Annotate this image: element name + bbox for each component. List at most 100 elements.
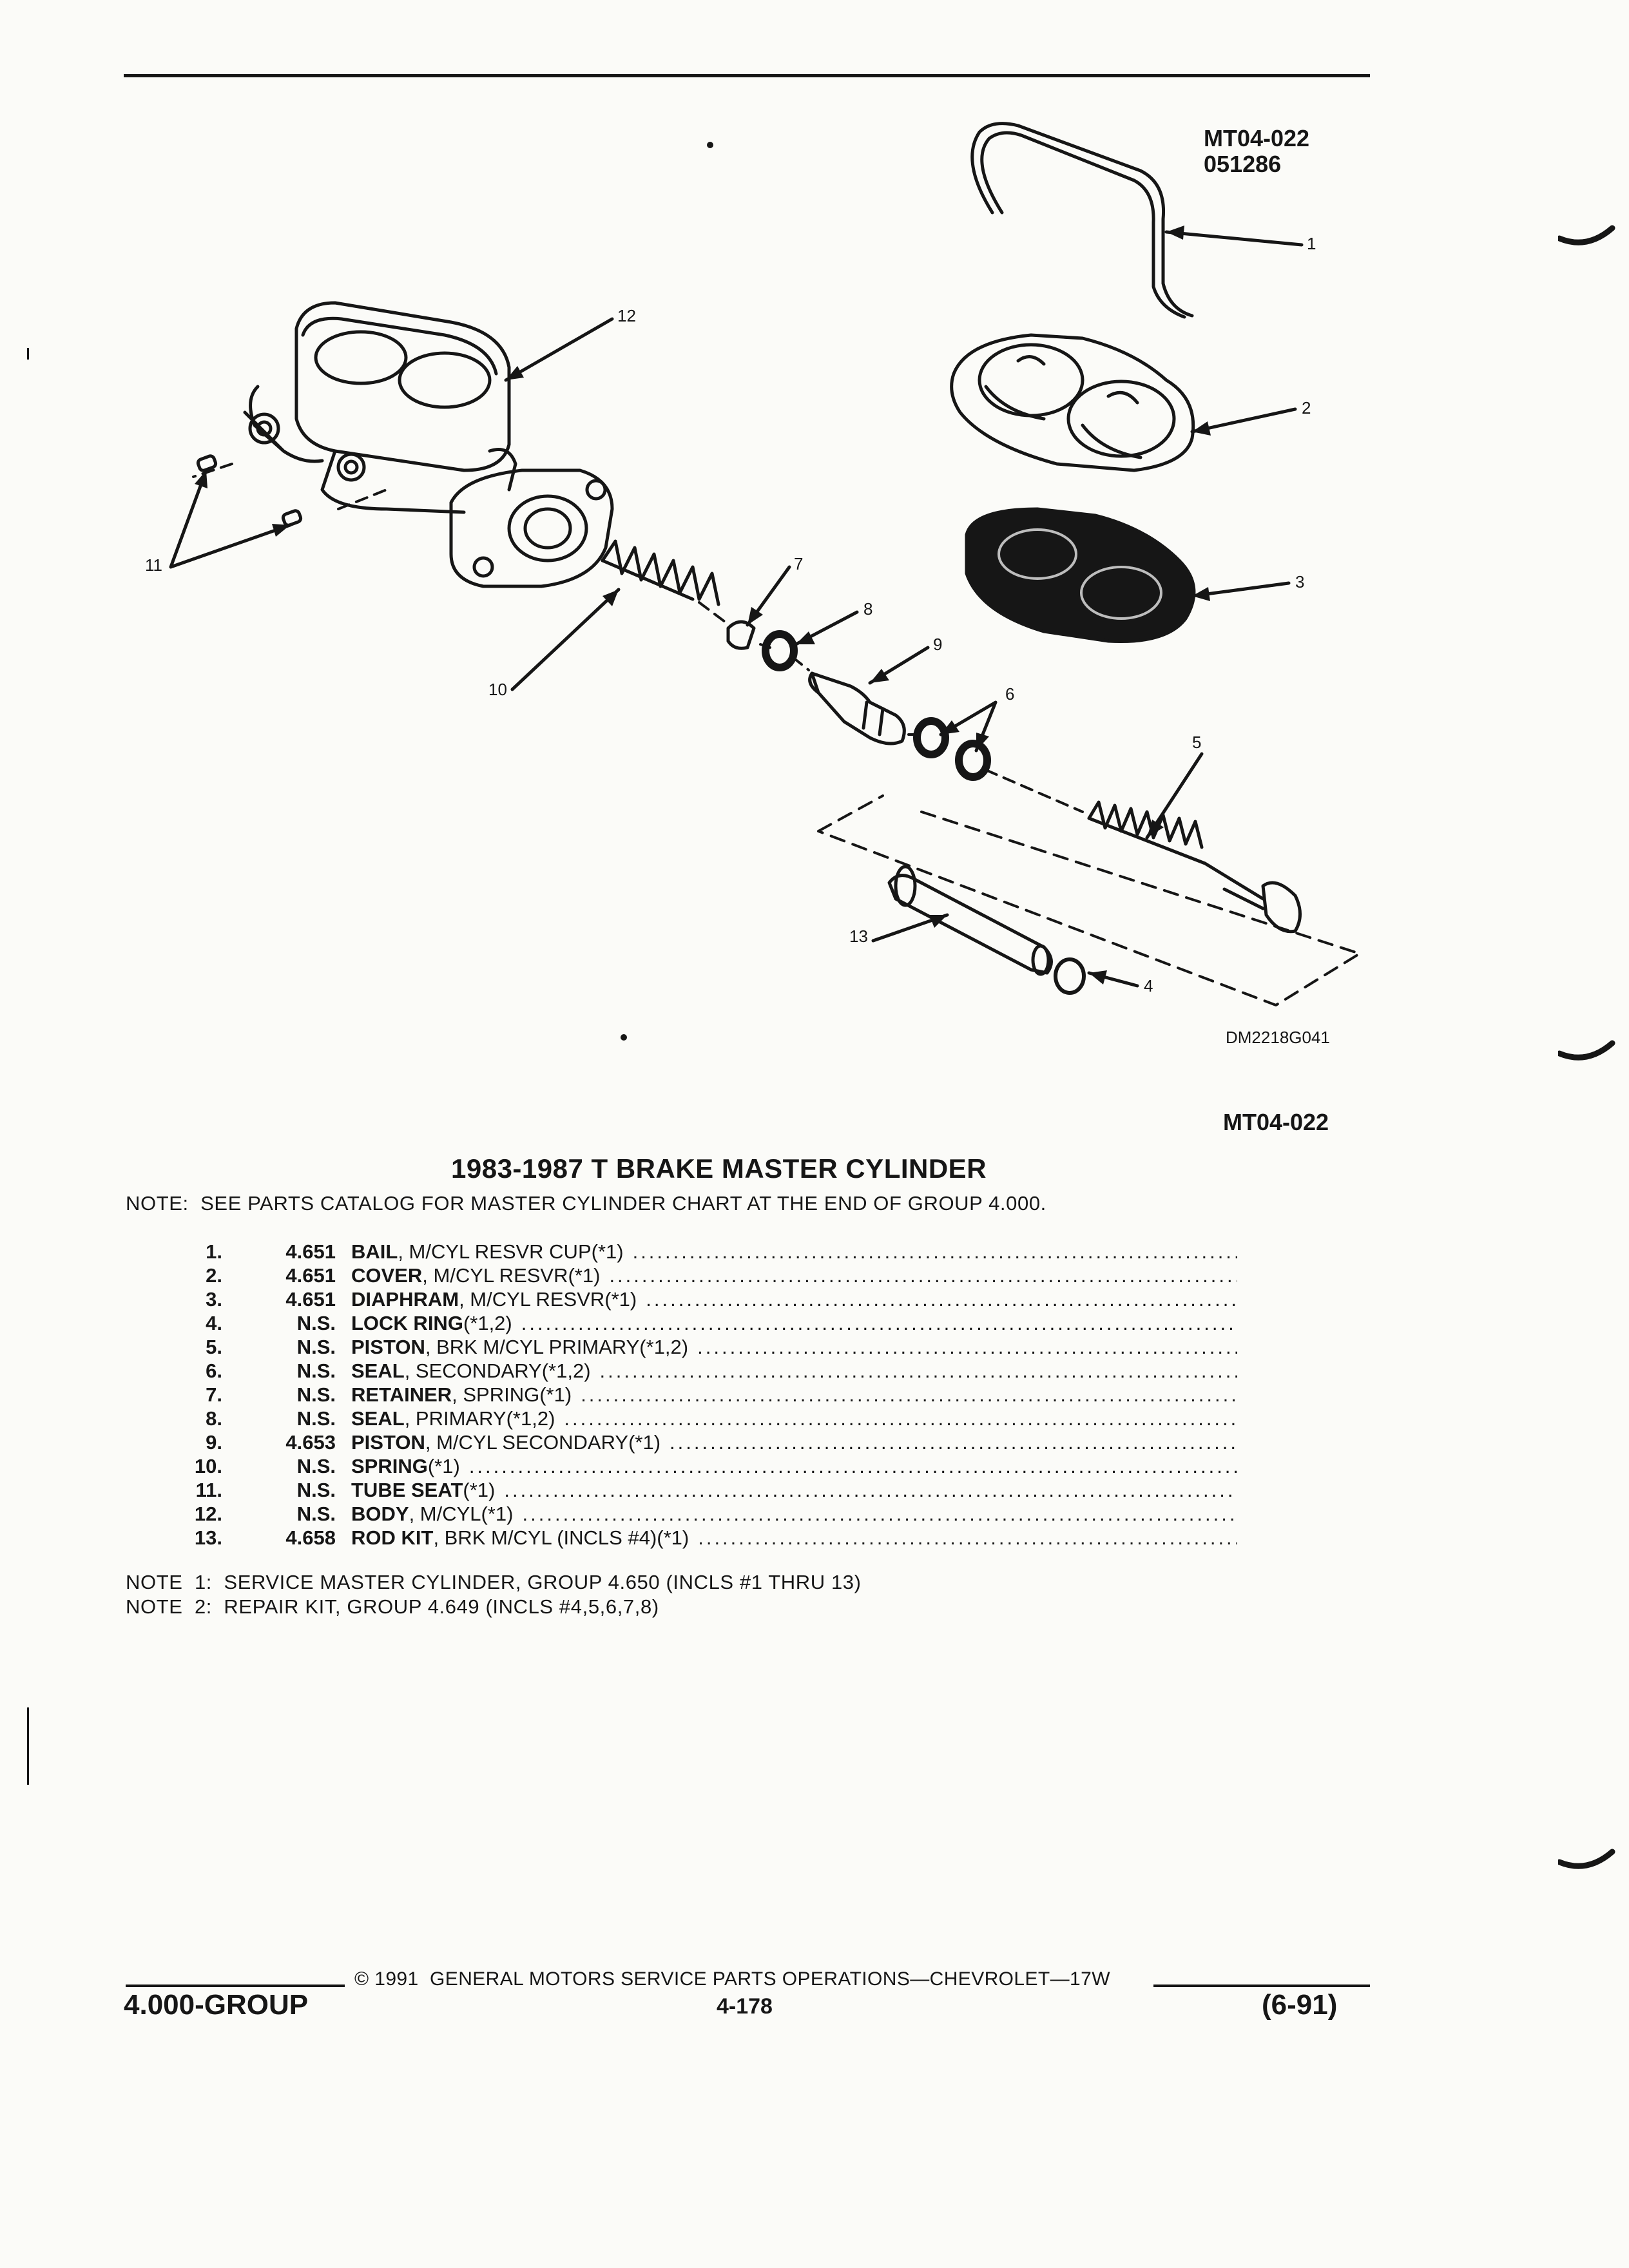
callout-6: 6 (1005, 684, 1015, 704)
footnote-1: NOTE 1: SERVICE MASTER CYLINDER, GROUP 4… (126, 1571, 862, 1593)
parts-row: 2. 4.651 COVER, M/CYL RESVR(*1) (174, 1264, 1237, 1288)
part-description: , PRIMARY(*1,2) (404, 1407, 555, 1430)
part-number: 12. (194, 1503, 222, 1525)
header-rule (124, 74, 1370, 77)
leader-dots (633, 1240, 1237, 1264)
callout-2: 2 (1302, 398, 1311, 418)
part-description: , SECONDARY(*1,2) (404, 1360, 591, 1382)
leader-dots (670, 1431, 1237, 1454)
catalog-note: NOTE: SEE PARTS CATALOG FOR MASTER CYLIN… (126, 1192, 1046, 1215)
part-number: 2. (206, 1264, 222, 1287)
seal-secondary-part-a (913, 717, 949, 758)
callout-12: 12 (617, 306, 636, 325)
part-number: 11. (195, 1479, 222, 1501)
callout-3: 3 (1295, 572, 1305, 591)
footnote-2: NOTE 2: REPAIR KIT, GROUP 4.649 (INCLS #… (126, 1595, 659, 1618)
part-group: N.S. (296, 1407, 336, 1430)
footer-rule-right (1153, 1984, 1370, 1987)
part-description: , BRK M/CYL PRIMARY(*1,2) (425, 1336, 689, 1358)
part-group: N.S. (296, 1336, 336, 1358)
part-name: SPRING (351, 1455, 428, 1477)
part-group: N.S. (296, 1383, 336, 1406)
part-number: 1. (206, 1240, 222, 1263)
parts-row: 11.N.S.TUBE SEAT (*1) (174, 1479, 1237, 1503)
part-description: , M/CYL RESVR(*1) (422, 1264, 601, 1287)
part-number: 3. (206, 1288, 222, 1311)
part-group: 4.653 (285, 1431, 336, 1454)
drawing-code: DM2218G041 (1226, 1028, 1330, 1047)
leader-dots (609, 1264, 1237, 1287)
part-number: 13. (194, 1526, 222, 1549)
callout-7: 7 (794, 554, 804, 573)
part-group: 4.658 (285, 1526, 336, 1549)
footer-copyright: © 1991 GENERAL MOTORS SERVICE PARTS OPER… (354, 1968, 1110, 1990)
part-name: SEAL (351, 1407, 405, 1430)
part-description: , M/CYL(*1) (409, 1503, 514, 1525)
tube-seat-parts (196, 454, 303, 527)
part-name: RETAINER (351, 1383, 452, 1406)
cover-part (950, 333, 1195, 472)
spring-part (601, 539, 720, 606)
footer-date: (6-91) (1262, 1989, 1338, 2021)
binding-mark-1 (1558, 225, 1615, 245)
parts-row: 8. N.S. SEAL, PRIMARY(*1,2) (174, 1407, 1237, 1431)
part-description: , M/CYL SECONDARY(*1) (425, 1431, 661, 1454)
parts-row: 7.N.S.RETAINER, SPRING(*1) (174, 1383, 1237, 1407)
binding-mark-2 (1558, 1040, 1615, 1061)
part-name: ROD KIT (351, 1526, 434, 1549)
leader-dots (600, 1360, 1237, 1383)
scan-mark (27, 348, 29, 360)
part-group: 4.651 (285, 1240, 336, 1263)
primary-piston-part (1087, 800, 1302, 934)
part-number: 4. (206, 1312, 222, 1334)
page-title: 1983-1987 T BRAKE MASTER CYLINDER (451, 1153, 987, 1184)
leader-dots (646, 1288, 1237, 1311)
leader-dots (698, 1526, 1237, 1550)
part-group: 4.651 (285, 1264, 336, 1287)
part-number: 10. (194, 1455, 222, 1477)
seal-primary-part (762, 630, 798, 671)
part-description: , BRK M/CYL (INCLS #4)(*1) (433, 1526, 689, 1549)
binding-mark-3 (1558, 1849, 1615, 1869)
figure-reference: MT04-022 (1223, 1109, 1329, 1135)
part-group: 4.651 (285, 1288, 336, 1311)
parts-row: 6.N.S.SEAL, SECONDARY(*1,2) (174, 1360, 1237, 1383)
parts-row: 10.N.S.SPRING (*1) (174, 1455, 1237, 1479)
master-cylinder-exploded-diagram (169, 122, 1361, 1041)
callout-5: 5 (1192, 733, 1202, 752)
parts-row: 12.N.S.BODY, M/CYL(*1) (174, 1503, 1237, 1526)
body-part (243, 301, 614, 588)
footer-group: 4.000-GROUP (124, 1989, 309, 2021)
leader-dots (523, 1503, 1238, 1526)
part-description: , M/CYL RESVR(*1) (459, 1288, 637, 1311)
part-description: (*1,2) (463, 1312, 512, 1334)
part-group: N.S. (296, 1360, 336, 1382)
part-description: (*1) (427, 1455, 460, 1477)
parts-row: 4.N.S.LOCK RING (*1,2) (174, 1312, 1237, 1336)
leader-dots (581, 1383, 1237, 1407)
retainer-part (726, 620, 756, 650)
part-group: N.S. (296, 1503, 336, 1525)
diaphragm-part (965, 507, 1196, 644)
part-number: 8. (206, 1407, 222, 1430)
part-name: PISTON (351, 1336, 425, 1358)
part-name: LOCK RING (351, 1312, 463, 1334)
secondary-piston-part (808, 671, 906, 745)
footer-page-number: 4-178 (717, 1994, 773, 2019)
part-name: TUBE SEAT (351, 1479, 463, 1501)
part-name: SEAL (351, 1360, 405, 1382)
leader-dots (697, 1336, 1237, 1359)
bail-part (970, 122, 1194, 318)
parts-row: 3. 4.651 DIAPHRAM, M/CYL RESVR(*1) (174, 1288, 1237, 1312)
callout-4: 4 (1144, 976, 1153, 995)
part-name: DIAPHRAM (351, 1288, 459, 1311)
leader-dots (564, 1407, 1237, 1430)
part-name: COVER (351, 1264, 423, 1287)
callout-11: 11 (145, 555, 162, 575)
part-group: N.S. (296, 1479, 336, 1501)
parts-row: 5.N.S.PISTON, BRK M/CYL PRIMARY(*1,2) (174, 1336, 1237, 1360)
part-number: 9. (206, 1431, 222, 1454)
